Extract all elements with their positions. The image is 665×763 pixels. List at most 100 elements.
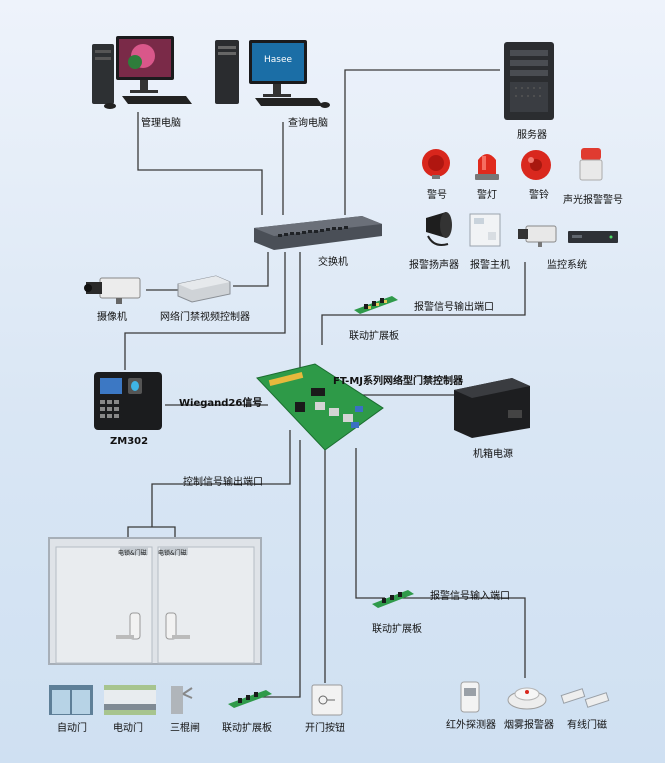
linkage-board-top [352,294,400,316]
sound-light-alarm-label: 声光报警警号 [563,195,623,206]
alarm-host-icon [469,213,501,247]
alarm-speaker-icon [426,212,452,246]
linkage-board-top-label: 联动扩展板 [349,331,399,342]
lock-left-label: 电锁&门磁 [118,550,147,557]
server [502,40,556,122]
query-pc-icon: Hasee [215,40,330,108]
alarm-bell-label: 警铃 [529,190,549,201]
smoke-detector-icon [507,687,547,710]
zm302-label: ZM302 [110,436,149,447]
network-switch [252,214,384,254]
smoke-detector-label: 烟雾报警器 [504,720,554,731]
dvr-icon [568,231,618,243]
linkage-board-icon [228,690,272,708]
electric-door-label: 电动门 [113,723,143,734]
camera [82,274,146,306]
electric-door [103,684,157,716]
linkage-board-mid [370,588,416,610]
query-pc-label: 查询电脑 [288,118,328,129]
alarm-output-port-label: 报警信号输出端口 [414,302,494,313]
surveillance-camera-icon [518,225,557,247]
auto-door-icon [49,685,93,715]
wired-door-sensor [560,682,612,712]
monitoring-system-label: 监控系统 [547,260,587,271]
monitor-brand-text: Hasee [264,55,293,65]
dvr-unit [567,228,619,246]
electric-gate-icon [104,685,156,715]
alarm-host-label: 报警主机 [470,260,510,271]
wire-bottom-linkage [262,440,301,698]
access-controller [255,362,385,452]
power-box [452,376,532,440]
wired-door-sensor-label: 有线门磁 [567,720,607,731]
video-controller-icon [177,275,231,303]
video-controller [176,274,232,304]
auto-door-label: 自动门 [57,723,87,734]
zm302-terminal [92,370,164,432]
linkage-board-icon [354,296,398,314]
exit-button-icon [311,684,343,716]
monitor-camera [516,222,564,248]
infrared-detector-label: 红外探测器 [446,720,496,731]
door-sensor-icon [560,688,610,708]
wire-alarm-output [321,262,526,345]
video-controller-label: 网络门禁视频控制器 [160,312,250,323]
admin-pc [88,32,198,112]
smoke-detector [506,678,548,712]
wire-server [344,69,500,215]
sound-light-alarm-icon [579,148,603,181]
camera-icon [84,277,141,304]
alarm-horn-icon [422,149,450,179]
linkage-board-bottom-label: 联动扩展板 [222,723,272,734]
alarm-speaker-label: 报警扬声器 [409,260,459,271]
controller-label: FT-MJ系列网络型门禁控制器 [333,376,464,387]
network-switch-icon [254,216,382,250]
linkage-board-icon [372,590,414,608]
admin-pc-icon [92,36,192,109]
lock-right-label: 电锁&门磁 [158,550,187,557]
admin-pc-label: 管理电脑 [141,118,181,129]
camera-label: 摄像机 [97,312,127,323]
control-output-port-label: 控制信号输出端口 [183,477,263,488]
tripod-gate [167,682,193,716]
wire-alarm-input-b [398,597,526,678]
auto-door [48,684,94,716]
infrared-detector [456,680,484,714]
tripod-turnstile-icon [171,686,193,714]
alarm-lamp-label: 警灯 [477,190,497,201]
alarm-bell [518,148,554,182]
door-icon [48,537,262,665]
exit-button-label: 开门按钮 [305,723,345,734]
power-box-icon [454,378,530,438]
alarm-speaker [420,208,460,250]
controller-board-icon [256,363,384,451]
exit-button [311,684,343,716]
server-icon [504,42,554,120]
sound-light-alarm [578,146,604,182]
linkage-board-mid-label: 联动扩展板 [372,624,422,635]
wire-switch-video [233,252,269,287]
alarm-horn-label: 警号 [427,190,447,201]
infrared-detector-icon [460,681,480,713]
wire-alarm-input-a [355,448,385,599]
linkage-board-bottom [226,686,274,710]
wire-admin-pc [137,112,263,215]
wire-control-output [151,430,291,527]
alarm-input-port-label: 报警信号输入端口 [430,591,510,602]
query-pc: Hasee [213,32,333,112]
alarm-lamp-icon [475,154,499,180]
power-box-label: 机箱电源 [473,449,513,460]
tripod-gate-label: 三棍闸 [170,723,200,734]
alarm-horn [419,148,453,180]
alarm-bell-icon [521,150,551,180]
double-door: 电锁&门磁 电锁&门磁 [48,537,262,665]
alarm-lamp [474,148,500,182]
wire-switch-zm302 [124,252,286,370]
wire-locks [127,526,176,545]
switch-label: 交换机 [318,257,348,268]
server-label: 服务器 [517,130,547,141]
wiegand-label: Wiegand26信号 [179,398,263,409]
fingerprint-terminal-icon [94,372,162,430]
